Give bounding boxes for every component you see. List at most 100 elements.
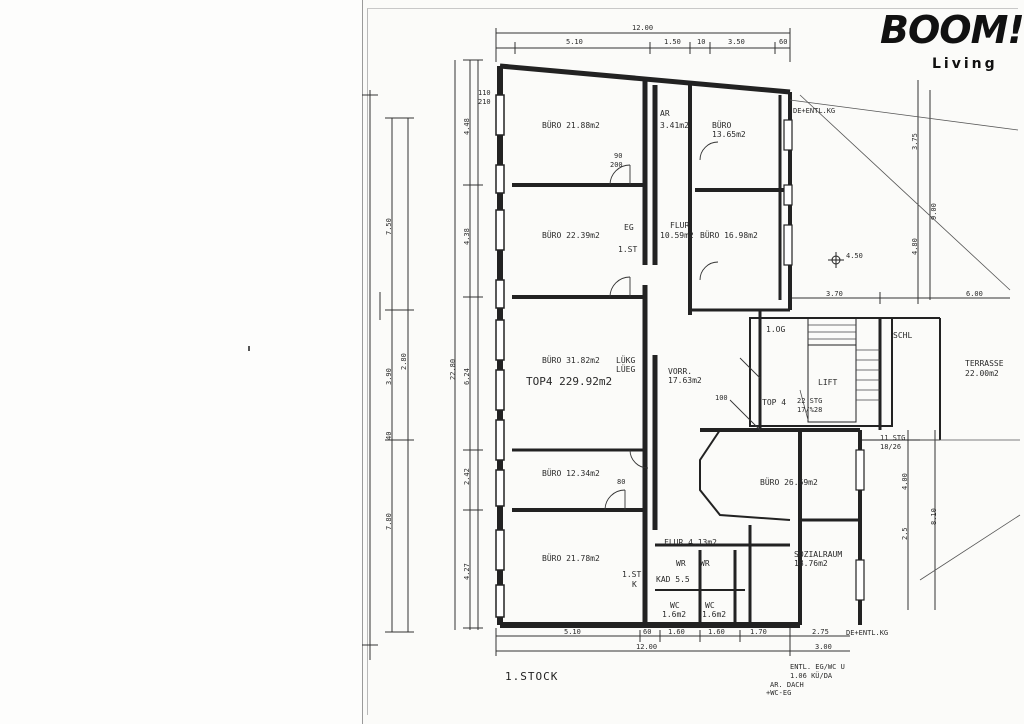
- floor-title: 1.STOCK: [505, 670, 559, 683]
- dim-bottom-2: 60: [643, 628, 651, 636]
- label-sozialraum-area: 18.76m2: [794, 559, 828, 568]
- walls: [497, 63, 941, 628]
- dim-bottom-3: 1.60: [668, 628, 685, 636]
- dim-right-5: 9.00: [930, 203, 938, 220]
- label-wc-2-area: 1.6m2: [702, 610, 726, 619]
- window-mark-1: 110: [478, 89, 491, 97]
- label-buero-5: BÜRO 31.82m2: [542, 355, 600, 365]
- label-kad: KAD 5.5: [656, 575, 690, 584]
- dim-bottom-6: 2.75: [812, 628, 829, 636]
- level-marker-icon: [828, 252, 844, 268]
- scan-speck: [248, 346, 250, 351]
- dim-right-4: 4.80: [911, 238, 919, 255]
- note-entl2: 1.06 KÜ/DA: [790, 671, 833, 680]
- plan-notes: DE+ENTL.KG DE+ENTL.KG ENTL. EG/WC U 1.06…: [766, 107, 905, 697]
- note-entl: ENTL. EG/WC U: [790, 663, 845, 671]
- door-mark-4: 100: [715, 394, 728, 402]
- dim-bottom-total: 12.00: [636, 643, 657, 651]
- door-mark-2: 200: [610, 161, 623, 169]
- label-buero-4: BÜRO 16.98m2: [700, 230, 758, 240]
- dim-bottom-7: 3.00: [815, 643, 832, 651]
- windows-right: [783, 119, 865, 601]
- windows-left: [495, 94, 505, 618]
- label-top4-small: TOP 4: [762, 398, 786, 407]
- label-flur-area: 10.59m2: [660, 231, 694, 240]
- label-lueg2: LÜEG: [616, 364, 635, 374]
- label-unit: TOP4 229.92m2: [526, 375, 612, 388]
- dim-left-1: 4.48: [463, 118, 471, 135]
- label-wr-1: WR: [676, 559, 686, 568]
- dimension-labels: 12.00 5.10 1.50 10 3.50 60 5.10 60 1.60 …: [478, 24, 983, 651]
- note-stg1: 22 STG: [797, 397, 822, 405]
- blank-left-page: [0, 0, 362, 724]
- note-de-entl-top: DE+ENTL.KG: [793, 107, 835, 115]
- label-lift: LIFT: [818, 378, 837, 387]
- dim-bottom-1: 5.10: [564, 628, 581, 636]
- label-flur: FLUR: [670, 221, 689, 230]
- dim-top-5: 60: [779, 38, 787, 46]
- label-schl: SCHL: [893, 331, 912, 340]
- note-stg1b: 17/%28: [797, 406, 822, 414]
- note-ar-dach: AR. DACH: [770, 681, 804, 689]
- dim-bottom-5: 1.70: [750, 628, 767, 636]
- label-buero-3: BÜRO 22.39m2: [542, 230, 600, 240]
- plan-sheet: [362, 0, 1024, 724]
- dim-top-total: 12.00: [632, 24, 653, 32]
- brand-logo: BOOM! Living: [880, 8, 1024, 78]
- label-vorr-area: 17.63m2: [668, 376, 702, 385]
- dim-left-3: 6.24: [463, 368, 471, 385]
- label-wc-1: WC: [670, 601, 680, 610]
- label-first-st-2: 1.ST: [622, 570, 641, 579]
- room-labels: BÜRO 21.88m2 AR 3.41m2 BÜRO 13.65m2 BÜRO…: [526, 109, 1004, 619]
- dim-left-2: 4.38: [463, 228, 471, 245]
- label-og: 1.OG: [766, 325, 785, 334]
- stair-treads: [799, 324, 880, 421]
- dim-top-4: 3.50: [728, 38, 745, 46]
- label-flur-2: FLUR 4.13m2: [664, 538, 717, 547]
- note-level: 4.50: [846, 252, 863, 260]
- dim-left-7: 3.90: [385, 368, 393, 385]
- label-terrasse: TERRASSE: [965, 359, 1004, 368]
- dim-right-2: 6.00: [966, 290, 983, 298]
- label-lueg: LÜKG: [616, 355, 635, 365]
- label-buero-2: BÜRO: [712, 120, 731, 130]
- label-ar: AR: [660, 109, 670, 118]
- label-wc-2: WC: [705, 601, 715, 610]
- label-buero-7: BÜRO 26.69m2: [760, 477, 818, 487]
- dim-left-4: 2.42: [463, 468, 471, 485]
- dim-right-7: 8.10: [930, 508, 938, 525]
- dim-bottom-4: 1.60: [708, 628, 725, 636]
- label-wc-1-area: 1.6m2: [662, 610, 686, 619]
- dim-left-10: 2.80: [400, 353, 408, 370]
- dim-top-2: 1.50: [664, 38, 681, 46]
- vertical-dimension-labels: 4.48 4.38 6.24 2.42 4.27 7.50 3.90 7.80 …: [385, 118, 938, 580]
- dim-left-9: 22.80: [449, 359, 457, 380]
- dim-right-6: 4.00: [901, 473, 909, 490]
- window-mark-2: 210: [478, 98, 491, 106]
- label-vorr: VORR.: [668, 367, 692, 376]
- label-buero-8: BÜRO 21.78m2: [542, 553, 600, 563]
- dim-left-6: 7.50: [385, 218, 393, 235]
- label-buero-6: BÜRO 12.34m2: [542, 468, 600, 478]
- dim-right-3: 3.75: [911, 133, 919, 150]
- sheet-border: [367, 8, 1018, 715]
- label-wr-2: WR: [700, 559, 710, 568]
- brand-name: BOOM!: [880, 8, 1024, 52]
- door-mark-3: 80: [617, 478, 625, 486]
- note-stg2b: 18/26: [880, 443, 901, 451]
- note-wc-eg: +WC-EG: [766, 689, 791, 697]
- dimension-lines: [362, 28, 1010, 660]
- dim-top-3: 10: [697, 38, 705, 46]
- dim-top-1: 5.10: [566, 38, 583, 46]
- note-de-entl-bottom: DE+ENTL.KG: [846, 629, 888, 637]
- dim-right-1: 3.70: [826, 290, 843, 298]
- label-buero-2-area: 13.65m2: [712, 130, 746, 139]
- note-stg2: 11 STG: [880, 434, 905, 442]
- label-sozialraum: SOZIALRAUM: [794, 550, 842, 559]
- dim-right-8: 2.5: [901, 527, 909, 540]
- door-mark-1: 90: [614, 152, 622, 160]
- label-k: K: [632, 580, 637, 589]
- label-eg: EG: [624, 223, 634, 232]
- dim-left-8: 7.80: [385, 513, 393, 530]
